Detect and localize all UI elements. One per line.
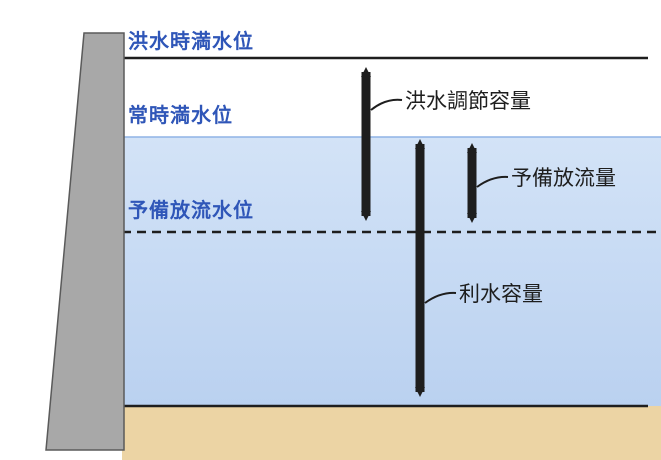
pre-release-amount-label: 予備放流量 — [511, 166, 616, 190]
pre-release-level-label: 予備放流水位 — [128, 198, 254, 222]
reservoir-bed — [122, 406, 661, 460]
flood-control-capacity-label: 洪水調節容量 — [405, 89, 531, 113]
flood-control-leader — [370, 98, 403, 111]
water-body — [122, 137, 661, 406]
water-use-capacity-label: 利水容量 — [459, 282, 543, 306]
dam-body — [45, 32, 125, 451]
water-use-leader — [424, 291, 457, 304]
normal-max-level-label: 常時満水位 — [128, 103, 233, 127]
pre-release-leader — [476, 175, 509, 188]
flood-max-level-label: 洪水時満水位 — [128, 29, 254, 53]
